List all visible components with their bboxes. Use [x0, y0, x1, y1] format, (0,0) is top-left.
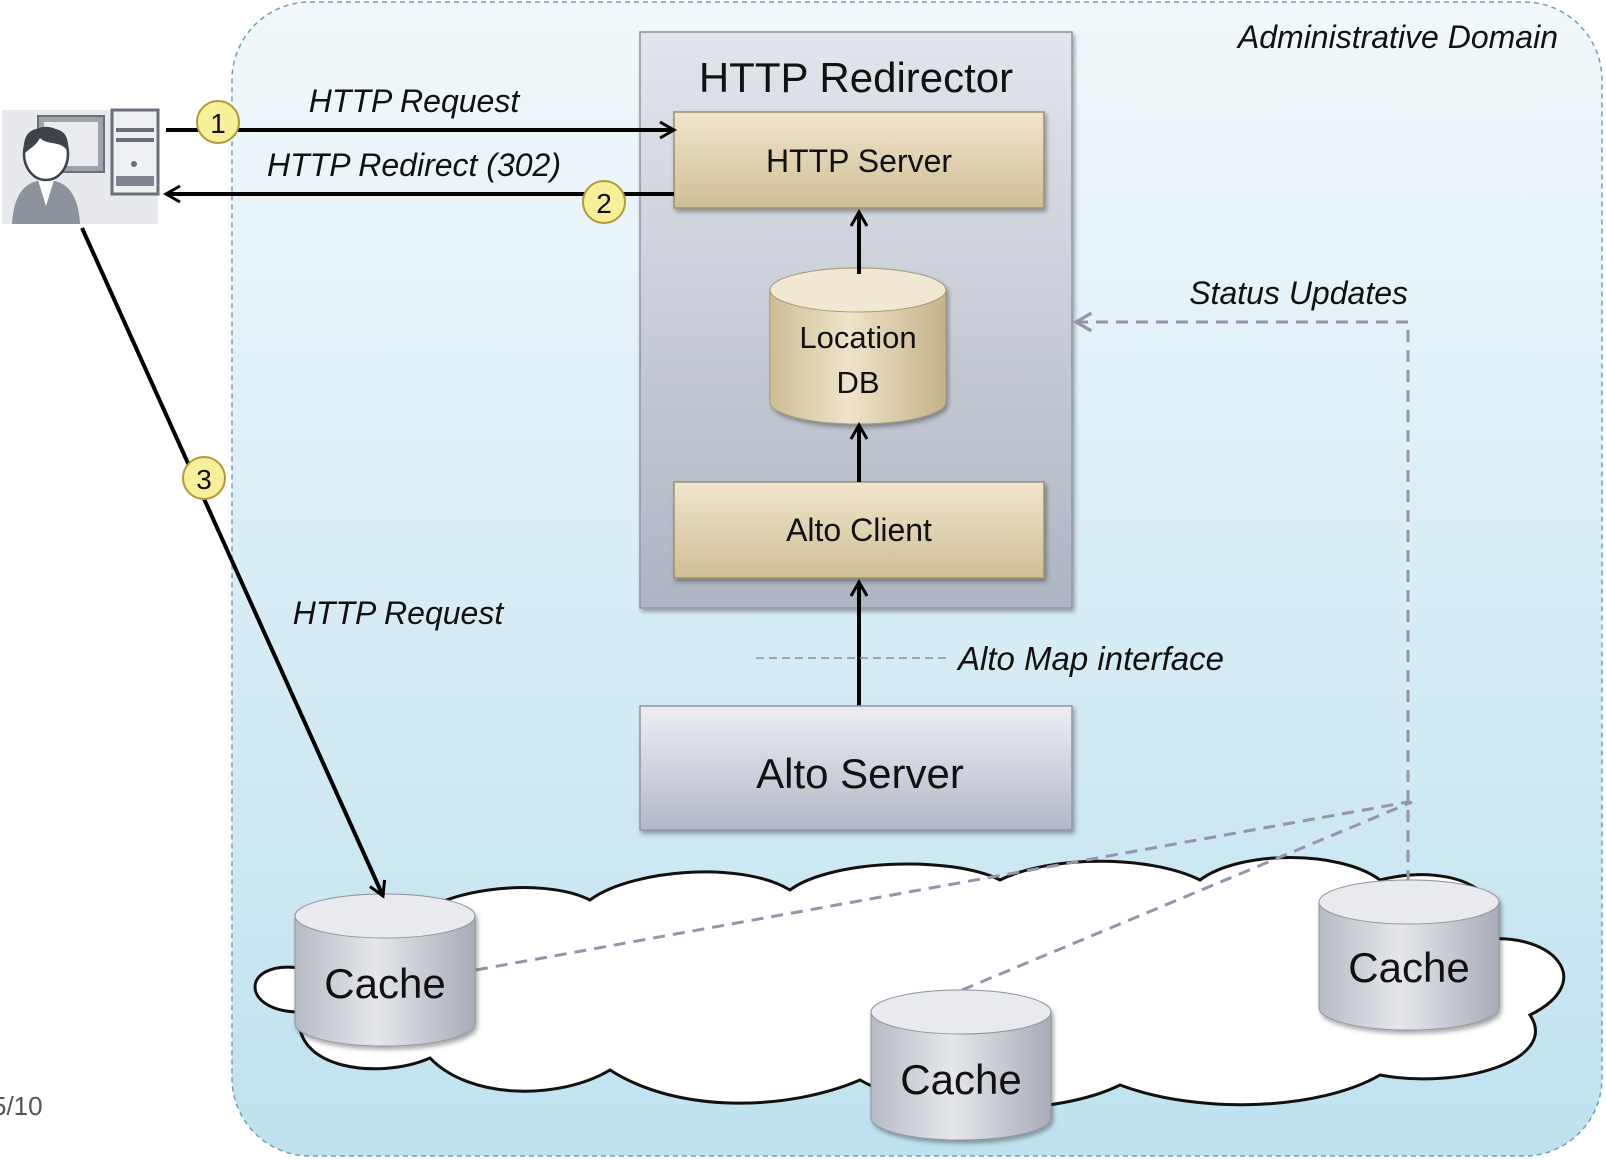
- user-workstation-icon: [2, 108, 160, 224]
- step-1-badge: [196, 100, 240, 144]
- http-request-3-label: HTTP Request: [293, 595, 505, 631]
- step-3-number: 3: [196, 464, 212, 495]
- status-updates-label: Status Updates: [1189, 275, 1408, 311]
- step-3-badge: [182, 456, 226, 500]
- http-server-label: HTTP Server: [766, 143, 952, 179]
- alto-server-label: Alto Server: [756, 750, 964, 797]
- http-redirect-label: HTTP Redirect (302): [267, 147, 561, 183]
- cache-right-cylinder: [1318, 879, 1500, 1031]
- status-link-cache-middle: [961, 800, 1413, 992]
- alto-map-interface-label: Alto Map interface: [956, 640, 1224, 677]
- administrative-domain-label: Administrative Domain: [1236, 19, 1558, 55]
- cache-middle-cylinder: [870, 989, 1052, 1141]
- location-db-cylinder: [769, 267, 947, 425]
- cache-left-cylinder: [294, 893, 476, 1047]
- location-db-label-line2: DB: [836, 365, 879, 400]
- location-db-label-line1: Location: [799, 320, 916, 355]
- step-2-number: 2: [596, 188, 612, 219]
- network-cloud: [253, 856, 1566, 1111]
- status-link-cache-left: [475, 800, 1409, 972]
- arrow-http-request-3: [80, 227, 387, 899]
- cache-middle-label: Cache: [900, 1056, 1021, 1103]
- alto-server-box: [639, 705, 1073, 831]
- cache-left-label: Cache: [324, 960, 445, 1007]
- alto-client-box: [673, 481, 1045, 579]
- step-1-number: 1: [210, 108, 226, 139]
- http-redirector-title: HTTP Redirector: [699, 54, 1013, 101]
- status-updates-line: [1072, 311, 1410, 882]
- cache-right-label: Cache: [1348, 944, 1469, 991]
- alto-client-label: Alto Client: [786, 512, 932, 548]
- page-number: 5/10: [0, 1091, 43, 1121]
- http-server-box: [673, 111, 1045, 209]
- step-2-badge: [582, 180, 626, 224]
- http-request-1-label: HTTP Request: [309, 83, 521, 119]
